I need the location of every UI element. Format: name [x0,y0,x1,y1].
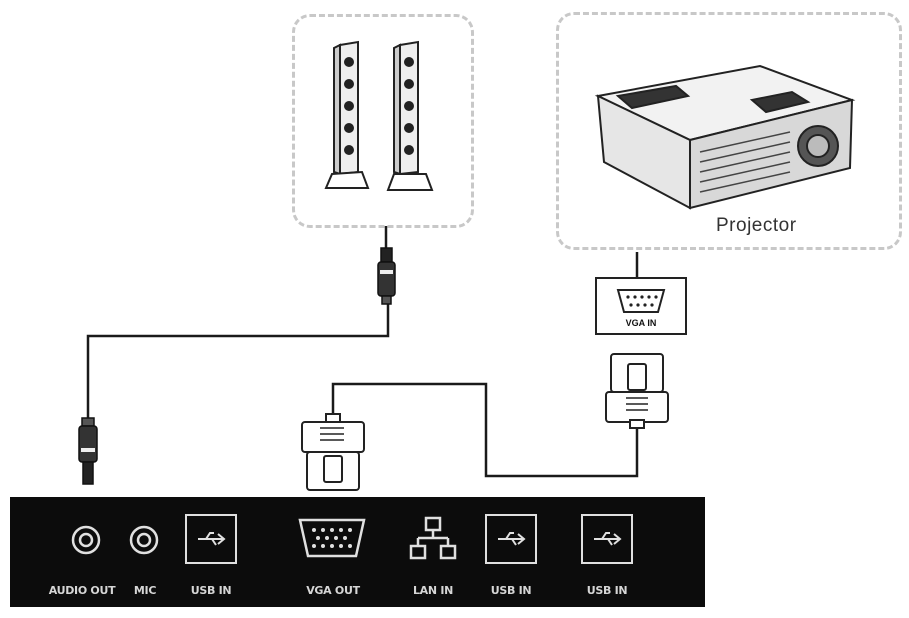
speaker-frame [292,14,474,228]
cables [86,226,639,478]
audio-cable [86,304,390,420]
vga-connector-icon [301,413,365,491]
vga-in-label: VGA IN [625,318,657,328]
vga-cable [331,382,639,478]
mic-port [129,525,159,555]
audio-out-port [71,525,101,555]
projector-frame [556,12,902,250]
audio-jack-icon [377,247,396,305]
port-label-usb-in-3: USB IN [586,584,628,597]
port-label-mic: MIC [133,584,157,597]
port-label-lan-in: LAN IN [412,584,454,597]
usb-icon [185,514,237,564]
vga-out-port [298,518,366,558]
speakers-icon [324,40,434,191]
vga-connector-icon [605,353,669,429]
usb-icon [581,514,633,564]
vga-in-port [595,277,687,335]
projector-icon [594,64,856,210]
usb-icon [485,514,537,564]
port-label-usb-in-1: USB IN [190,584,232,597]
projector-label: Projector [716,215,797,236]
port-label-vga-out: VGA OUT [306,584,360,597]
port-label-audio-out: AUDIO OUT [48,584,116,597]
port-label-usb-in-2: USB IN [490,584,532,597]
audio-jack-icon [78,417,98,485]
lan-icon [409,516,457,560]
